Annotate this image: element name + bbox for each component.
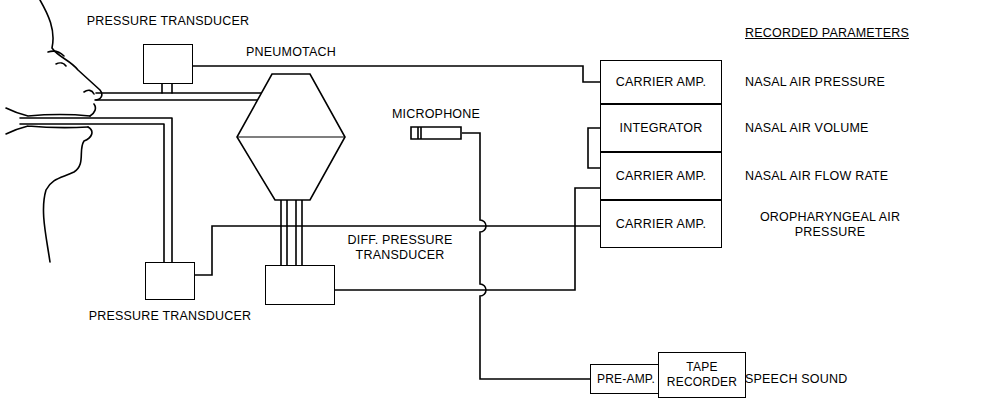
nostril	[84, 90, 94, 94]
eye	[56, 63, 66, 66]
parameter-label: NASAL AIR FLOW RATE	[745, 169, 985, 184]
carrier-amp: CARRIER AMP.	[600, 60, 722, 104]
nasal-tube	[96, 93, 261, 100]
wire	[195, 226, 600, 275]
heading: RECORDED PARAMETERS	[745, 26, 985, 41]
node-label: TAPE RECORDER	[659, 360, 745, 390]
oral-tube	[20, 118, 172, 262]
wire	[281, 199, 302, 265]
node-label: DIFF. PRESSURE TRANSDUCER	[340, 233, 460, 263]
top-transducer-stem	[162, 84, 172, 93]
integrator: INTEGRATOR	[600, 104, 722, 152]
microphone-body	[411, 127, 461, 139]
pneumotach-body	[237, 74, 345, 200]
carrier-amp: CARRIER AMP.	[600, 152, 722, 200]
node-label: CARRIER AMP.	[613, 75, 709, 90]
tape-recorder: TAPE RECORDER	[658, 352, 746, 398]
node-label: PNEUMOTACH	[246, 45, 336, 60]
mouth	[6, 108, 90, 134]
eyebrow	[48, 51, 64, 56]
pressure-transducer: PRESSURE TRANSDUCER	[143, 44, 193, 84]
carrier-amp: CARRIER AMP.	[600, 200, 722, 248]
node-label: CARRIER AMP.	[613, 217, 709, 232]
parameter-label: NASAL AIR VOLUME	[745, 121, 985, 136]
diff-pressure-transducer: DIFF. PRESSURE TRANSDUCER	[265, 265, 335, 305]
wire	[462, 133, 590, 379]
wire	[193, 66, 600, 82]
wire	[335, 188, 600, 290]
node-label: PRESSURE TRANSDUCER	[87, 14, 250, 29]
node-label: CARRIER AMP.	[613, 169, 709, 184]
node-label: PRESSURE TRANSDUCER	[89, 309, 252, 324]
pneumotach-outline	[237, 74, 345, 200]
parameter-label: SPEECH SOUND	[745, 372, 985, 387]
pneumotach: PNEUMOTACH	[237, 74, 345, 200]
parameter-label: OROPHARYNGEAL AIR PRESSURE	[745, 210, 915, 240]
pneumotach-screen	[237, 136, 345, 137]
node-label: MICROPHONE	[392, 107, 480, 122]
microphone: MICROPHONE	[410, 126, 462, 140]
pressure-transducer: PRESSURE TRANSDUCER	[145, 262, 195, 300]
node-label: INTEGRATOR	[617, 121, 706, 136]
microphone-outline	[410, 126, 462, 140]
wire	[588, 128, 600, 168]
parameter-label: NASAL AIR PRESSURE	[745, 75, 985, 90]
pre-amp: PRE-AMP.	[590, 364, 662, 394]
node-label: PRE-AMP.	[594, 372, 658, 387]
face-profile	[40, 0, 102, 262]
